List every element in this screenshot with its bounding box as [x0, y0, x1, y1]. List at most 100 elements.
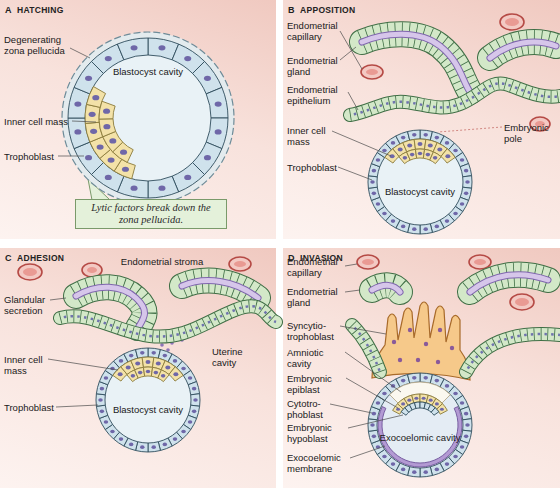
trophoblast-cell [396, 375, 410, 387]
cell-nucleus [108, 158, 115, 163]
cell-nucleus [440, 408, 444, 411]
trophoblast-cell [148, 176, 179, 198]
capillary [469, 255, 491, 269]
inner-cell [127, 370, 138, 382]
structure-label: Embryonic epiblast [287, 373, 343, 395]
trophoblast-cell [463, 419, 472, 432]
inner-cell [85, 122, 102, 142]
trophoblast-cell [191, 394, 200, 407]
inner-cell [161, 361, 175, 375]
gland-cells [470, 275, 548, 292]
cell-nucleus [418, 142, 423, 146]
trophoblast-cell [105, 424, 119, 438]
trophoblast-cell [371, 395, 384, 409]
trophoblast-cell [455, 197, 468, 211]
gland [182, 281, 258, 298]
trophoblast-cell [377, 143, 391, 157]
cell-nucleus [464, 435, 469, 439]
gland-outline [362, 34, 470, 92]
leader-line [345, 352, 401, 392]
cell-nucleus [382, 455, 387, 459]
cell-nucleus [204, 155, 211, 160]
trophoblast-cell [206, 87, 228, 118]
inner-cell [99, 101, 115, 119]
cell-nucleus [453, 455, 458, 459]
cell-nucleus [410, 153, 415, 157]
cell-nucleus [426, 153, 431, 157]
structure-label: Trophoblast [4, 151, 64, 162]
panel-title: HATCHING [17, 5, 64, 15]
trophoblast-cell [193, 142, 222, 174]
secretion-drop [180, 338, 184, 342]
trophoblast-cell [386, 457, 400, 471]
inner-cell [135, 367, 145, 378]
structure-label: Endometrial gland [287, 286, 345, 308]
cell-nucleus [372, 412, 377, 416]
epiblast-cell [393, 404, 404, 415]
capillary-blood [23, 268, 37, 276]
gland-cells [76, 287, 145, 328]
cell-nucleus [445, 219, 450, 223]
cell-nucleus [100, 387, 105, 391]
cell-nucleus [135, 361, 140, 365]
epiblast-cell [420, 394, 428, 403]
cell-nucleus [370, 423, 375, 427]
gland [362, 34, 470, 92]
trophoblast-cell [396, 463, 410, 475]
inner-cell [99, 119, 116, 137]
cell-nucleus [433, 156, 438, 160]
leader-line [72, 121, 96, 122]
epithelial-nuclei [60, 306, 276, 336]
trophoblast-cell [99, 370, 112, 384]
inner-cell [430, 152, 441, 164]
structure-label: Inner cell mass [287, 125, 337, 147]
cell-nucleus [192, 410, 197, 414]
panel-letter: C [5, 253, 12, 263]
capillary [500, 14, 524, 30]
trophoblast-cell [368, 176, 377, 189]
cell-nucleus [156, 361, 161, 365]
zona-pellucida [62, 32, 234, 204]
trophoblast-cell [172, 163, 204, 192]
trophoblast-cell [148, 348, 160, 358]
epithelium-cells [60, 306, 276, 336]
inner-cell [414, 139, 426, 149]
panel-title: APPOSITION [300, 5, 355, 15]
cell-nucleus [460, 202, 465, 206]
inner-cell [433, 143, 447, 157]
gland-lumen [76, 287, 145, 328]
cell-nucleus [85, 155, 92, 160]
panel-title: ADHESION [17, 253, 64, 263]
trophoblast-cell [449, 143, 463, 157]
leader-line [346, 378, 398, 408]
capillary-blood [474, 259, 486, 265]
cell-nucleus [109, 138, 116, 143]
blastocyst-cavity [105, 357, 191, 443]
trophoblast-cell [91, 163, 123, 192]
cell-nucleus [453, 149, 458, 153]
gland-cells [372, 285, 400, 292]
leader-line [48, 359, 118, 370]
secretion-drop [148, 324, 152, 328]
cell-nucleus [131, 374, 136, 378]
inner-cell [441, 149, 455, 163]
trophoblast-cell [449, 386, 463, 400]
structure-label: Blastocyst cavity [103, 404, 193, 415]
cell-nucleus [460, 401, 465, 405]
trophoblast-cell [158, 350, 172, 362]
gland [490, 42, 556, 58]
gland-lumen [182, 281, 258, 298]
cell-nucleus [412, 133, 417, 137]
syncytial-nucleus [450, 346, 454, 350]
trophoblast-cell [408, 467, 420, 477]
syncytial-nucleus [398, 358, 402, 362]
cell-nucleus [401, 136, 406, 140]
gland-cell-walls [372, 285, 400, 292]
syncytial-nucleus [424, 342, 428, 346]
cell-nucleus [391, 219, 396, 223]
cell-nucleus [181, 430, 186, 434]
cell-nucleus [407, 399, 411, 402]
cell-nucleus [376, 158, 381, 162]
cell-nucleus [435, 136, 440, 140]
structure-label: Inner cell mass [4, 116, 78, 127]
